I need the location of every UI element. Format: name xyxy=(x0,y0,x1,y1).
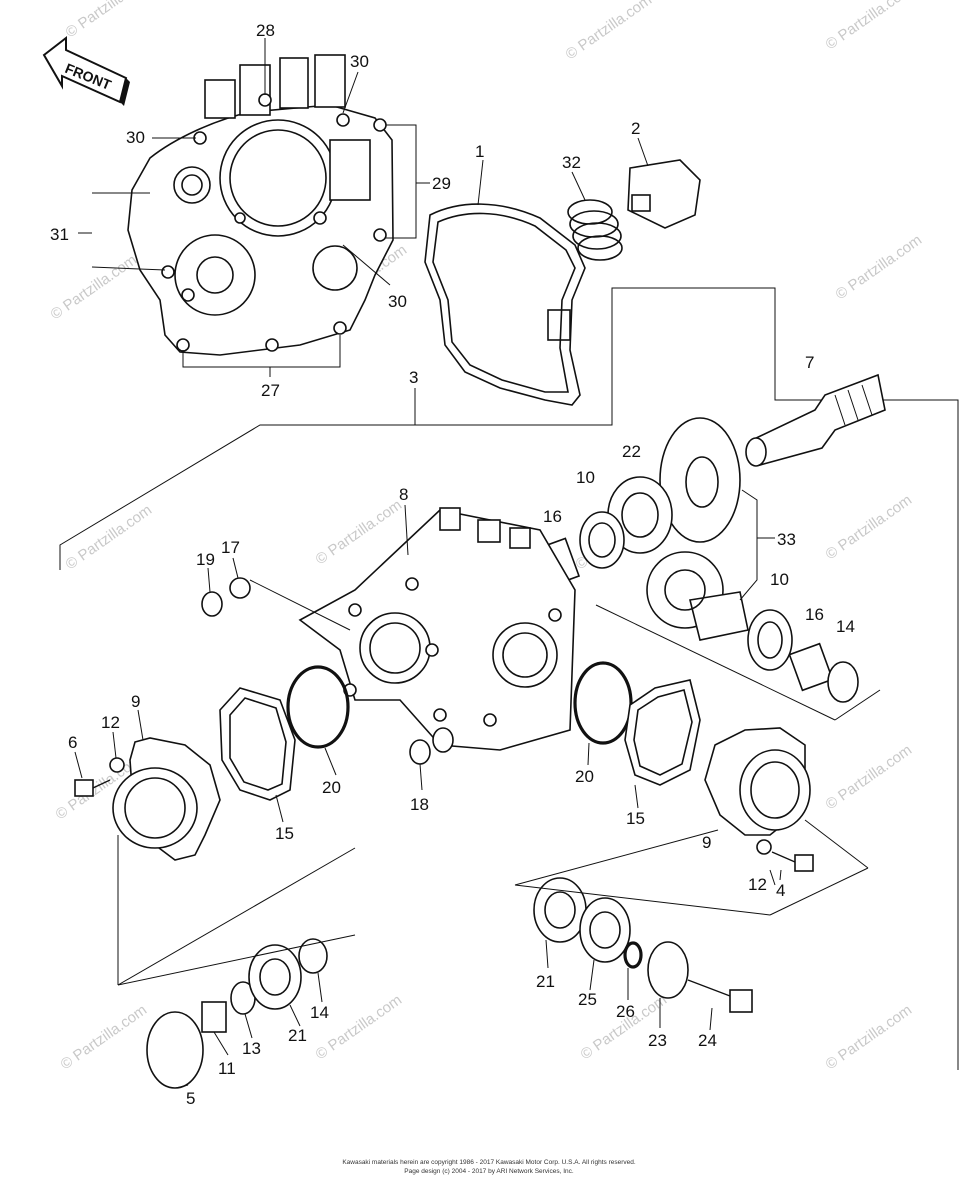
gasket xyxy=(424,203,586,406)
callout-6: 6 xyxy=(68,733,77,752)
callout-23: 23 xyxy=(648,1031,667,1050)
callout-24: 24 xyxy=(698,1031,717,1050)
gear-case xyxy=(298,507,576,751)
watermark: © Partzilla.com xyxy=(63,0,156,41)
shim xyxy=(298,938,328,974)
watermark: © Partzilla.com xyxy=(58,1001,151,1073)
callout-27: 27 xyxy=(261,381,280,400)
watermark: © Partzilla.com xyxy=(63,501,156,573)
spring xyxy=(567,199,623,261)
callout-30: 30 xyxy=(388,292,407,311)
callout-19: 19 xyxy=(196,550,215,569)
callout-15: 15 xyxy=(626,809,645,828)
gasket xyxy=(219,687,296,801)
watermark: © Partzilla.com xyxy=(823,0,916,53)
callout-18: 18 xyxy=(410,795,429,814)
callout-25: 25 xyxy=(578,990,597,1009)
callout-33: 33 xyxy=(777,530,796,549)
callout-16: 16 xyxy=(805,605,824,624)
watermark: © Partzilla.com xyxy=(48,251,141,323)
bolt xyxy=(74,757,125,797)
watermark: © Partzilla.com xyxy=(823,1001,916,1073)
copyright-line: Kawasaki materials herein are copyright … xyxy=(342,1159,636,1166)
seal-small xyxy=(201,591,223,617)
oil-seal xyxy=(579,897,631,963)
callout-3: 3 xyxy=(409,368,418,387)
cover-cap xyxy=(627,159,701,229)
bolt xyxy=(771,851,814,872)
callout-14: 14 xyxy=(836,617,855,636)
callout-30: 30 xyxy=(126,128,145,147)
gear xyxy=(647,941,689,999)
crankcase-cover xyxy=(127,54,394,356)
o-ring xyxy=(573,661,633,745)
callout-10: 10 xyxy=(576,468,595,487)
callout-8: 8 xyxy=(399,485,408,504)
page-design-line: Page design (c) 2004 - 2017 by ARI Netwo… xyxy=(404,1168,574,1175)
leader-lines xyxy=(74,38,782,1089)
oil-seal xyxy=(579,511,625,569)
callout-32: 32 xyxy=(562,153,581,172)
gear-shaft xyxy=(646,551,749,641)
callout-30: 30 xyxy=(350,52,369,71)
callout-17: 17 xyxy=(221,538,240,557)
callout-26: 26 xyxy=(616,1002,635,1021)
callout-11: 11 xyxy=(218,1059,236,1078)
callout-9: 9 xyxy=(702,833,711,852)
callout-16: 16 xyxy=(543,507,562,526)
seal-small xyxy=(409,739,431,765)
callout-22: 22 xyxy=(622,442,641,461)
sprocket xyxy=(659,417,741,543)
bolt xyxy=(687,979,753,1013)
callout-20: 20 xyxy=(575,767,594,786)
callout-2: 2 xyxy=(631,119,640,138)
callout-21: 21 xyxy=(536,972,555,991)
callout-15: 15 xyxy=(275,824,294,843)
callout-21: 21 xyxy=(288,1026,307,1045)
nut xyxy=(201,1001,227,1033)
callout-4: 4 xyxy=(776,881,785,900)
callout-31: 31 xyxy=(50,225,69,244)
assembly-lines xyxy=(117,604,881,986)
shim xyxy=(827,661,859,703)
tapered-bearing xyxy=(533,877,587,943)
callout-20: 20 xyxy=(322,778,341,797)
callout-5: 5 xyxy=(186,1089,195,1108)
watermark: © Partzilla.com xyxy=(563,0,656,63)
collar xyxy=(788,642,834,692)
bushing xyxy=(229,577,251,599)
callout-28: 28 xyxy=(256,21,275,40)
oil-seal xyxy=(747,609,793,671)
front-arrow-icon: FRONT xyxy=(42,35,130,106)
cap xyxy=(146,1011,204,1089)
output-shaft xyxy=(745,373,886,467)
assembly-boundary xyxy=(611,287,959,1070)
bearing-housing xyxy=(112,737,221,861)
callout-9: 9 xyxy=(131,692,140,711)
watermark: © Partzilla.com xyxy=(823,491,916,563)
callout-13: 13 xyxy=(242,1039,261,1058)
callout-12: 12 xyxy=(101,713,120,732)
o-ring xyxy=(623,941,643,969)
tapered-bearing xyxy=(248,944,302,1010)
callout-14: 14 xyxy=(310,1003,329,1022)
bearing-housing xyxy=(704,727,811,836)
callout-12: 12 xyxy=(748,875,767,894)
o-ring xyxy=(286,665,350,749)
callout-29: 29 xyxy=(432,174,451,193)
callouts: 28 30 30 29 31 30 27 1 2 32 3 7 22 10 8 … xyxy=(50,21,855,1108)
watermark: © Partzilla.com xyxy=(833,231,926,303)
assembly-boundary-left xyxy=(59,350,613,570)
watermark: © Partzilla.com xyxy=(823,741,916,813)
callout-1: 1 xyxy=(475,142,484,161)
washer xyxy=(756,839,772,855)
callout-7: 7 xyxy=(805,353,814,372)
callout-10: 10 xyxy=(770,570,789,589)
